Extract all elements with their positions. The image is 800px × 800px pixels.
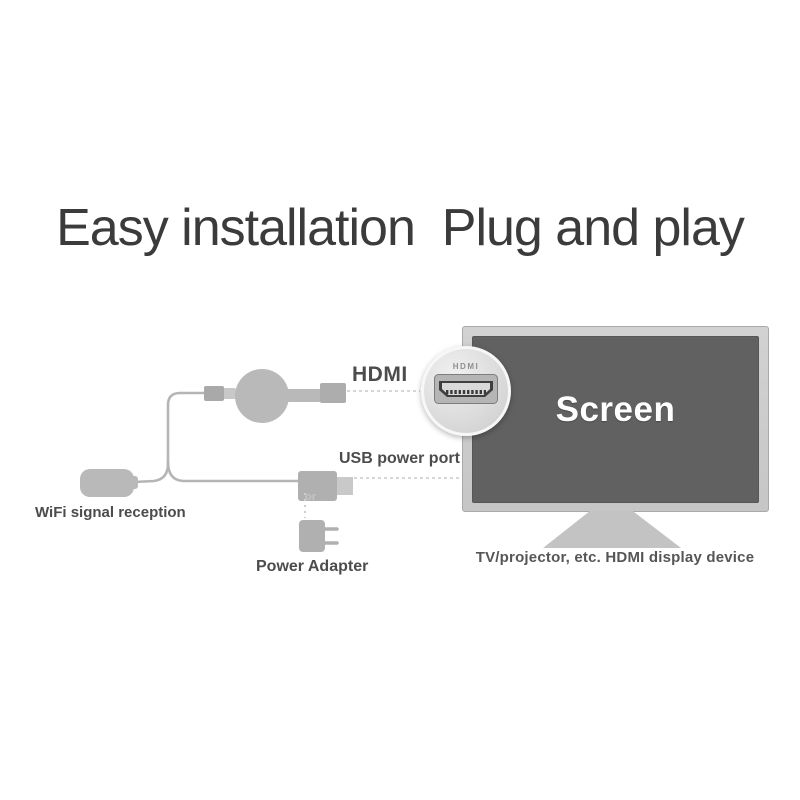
page-title: Easy installation Plug and play — [56, 199, 745, 257]
wifi-signal-reception-label: WiFi signal reception — [35, 504, 186, 521]
tv-stand — [543, 511, 681, 548]
cable-to-wifi-branch — [132, 391, 208, 484]
usb-plug-tip — [337, 477, 353, 495]
dongle-cable-illustration — [80, 369, 462, 552]
dongle-disc-icon — [235, 369, 289, 423]
usb-plug-icon — [298, 471, 337, 501]
usb-power-port-label: USB power port — [339, 450, 460, 467]
cable-to-usb-branch — [166, 460, 302, 483]
or-label: or — [305, 491, 316, 503]
hdmi-port-icon — [434, 374, 498, 404]
wifi-receiver-neck — [126, 476, 138, 489]
dongle-stem — [280, 389, 324, 402]
power-adapter-prongs — [323, 527, 339, 545]
tv-screen: Screen — [472, 336, 759, 503]
hdmi-plug-icon — [320, 383, 346, 403]
tv-caption: TV/projector, etc. HDMI display device — [475, 549, 755, 566]
micro-usb-plug-tip — [223, 388, 236, 399]
tv-bezel: Screen — [462, 326, 769, 512]
micro-usb-plug-icon — [204, 386, 224, 401]
tv-screen-label: Screen — [555, 389, 676, 429]
hdmi-port-callout: HDMI — [421, 346, 511, 436]
power-adapter-label: Power Adapter — [256, 558, 369, 575]
wifi-receiver-icon — [80, 469, 134, 497]
power-adapter-icon — [299, 520, 325, 552]
callout-hdmi-label: HDMI — [452, 362, 480, 371]
hdmi-label: HDMI — [352, 363, 408, 386]
